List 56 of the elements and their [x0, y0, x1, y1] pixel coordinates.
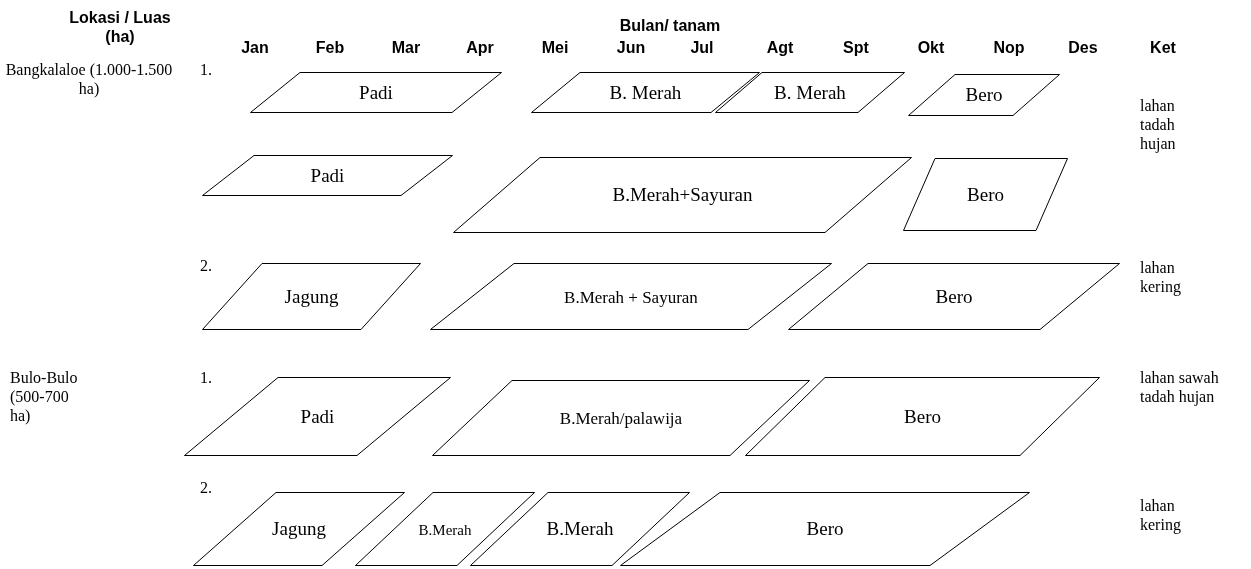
- month-header: Agt: [765, 38, 795, 58]
- crop-name: Padi: [359, 81, 393, 104]
- crop-name: Jagung: [284, 285, 339, 308]
- land-note: lahan tadah hujan: [1140, 96, 1177, 154]
- crop-period-parallelogram: [620, 492, 1030, 566]
- crop-period-parallelogram: [432, 380, 810, 456]
- month-header: Feb: [314, 38, 346, 58]
- month-header: Des: [1067, 38, 1099, 58]
- crop-name: B. Merah: [609, 81, 682, 104]
- crop-period-parallelogram: [355, 492, 535, 566]
- crop-period-parallelogram: [250, 72, 502, 113]
- crop-period-parallelogram: [903, 158, 1068, 231]
- month-header: Mar: [390, 38, 422, 58]
- crop-name: Padi: [300, 405, 335, 428]
- crop-name: Bero: [806, 518, 844, 540]
- land-note: lahan kering: [1140, 496, 1182, 535]
- month-header: Nop: [992, 38, 1026, 58]
- crop-period-parallelogram: [470, 492, 690, 566]
- column-header: Lokasi / Luas (ha): [68, 8, 172, 47]
- location-text: Bulo-Bulo (500-700 ha): [10, 368, 79, 426]
- crop-period-parallelogram: [202, 155, 453, 196]
- month-header: Jul: [689, 38, 715, 58]
- month-header: Mei: [540, 38, 570, 58]
- crop-name: B.Merah: [546, 518, 614, 540]
- crop-name: B.Merah/palawija: [559, 409, 683, 429]
- crop-period-parallelogram: [430, 263, 832, 330]
- land-note: lahan sawah tadah hujan: [1140, 368, 1220, 407]
- month-header: Jan: [240, 38, 270, 58]
- crop-period-parallelogram: [193, 492, 405, 566]
- crop-period-parallelogram: [745, 377, 1100, 456]
- crop-name: Bero: [965, 84, 1003, 106]
- month-header: Apr: [465, 38, 495, 58]
- crop-name: B.Merah: [418, 522, 472, 539]
- crop-name: Bero: [967, 183, 1004, 206]
- month-header: Okt: [916, 38, 946, 58]
- crop-period-parallelogram: [908, 74, 1060, 116]
- crop-name: B.Merah+Sayuran: [612, 184, 753, 206]
- crop-period-parallelogram: [531, 72, 760, 113]
- crop-period-parallelogram: [788, 263, 1120, 330]
- row-number: 2.: [200, 478, 213, 498]
- crop-period-parallelogram: [715, 72, 905, 113]
- crop-name: B.Merah + Sayuran: [564, 287, 698, 308]
- crop-name: Jagung: [272, 518, 326, 540]
- month-header: Jun: [615, 38, 647, 58]
- crop-name: Bero: [904, 405, 941, 428]
- column-header: Bulan/ tanam: [618, 16, 722, 36]
- crop-name: Padi: [310, 164, 345, 187]
- row-number: 1.: [200, 60, 213, 80]
- crop-name: B. Merah: [774, 81, 846, 104]
- row-number: 1.: [200, 368, 213, 388]
- land-note: lahan kering: [1140, 258, 1182, 297]
- row-number: 2.: [200, 256, 213, 276]
- location-text: Bangkalaloe (1.000-1.500 ha): [4, 60, 174, 99]
- month-header: Spt: [842, 38, 870, 58]
- crop-name: Bero: [935, 285, 973, 308]
- column-header: Ket: [1149, 38, 1177, 58]
